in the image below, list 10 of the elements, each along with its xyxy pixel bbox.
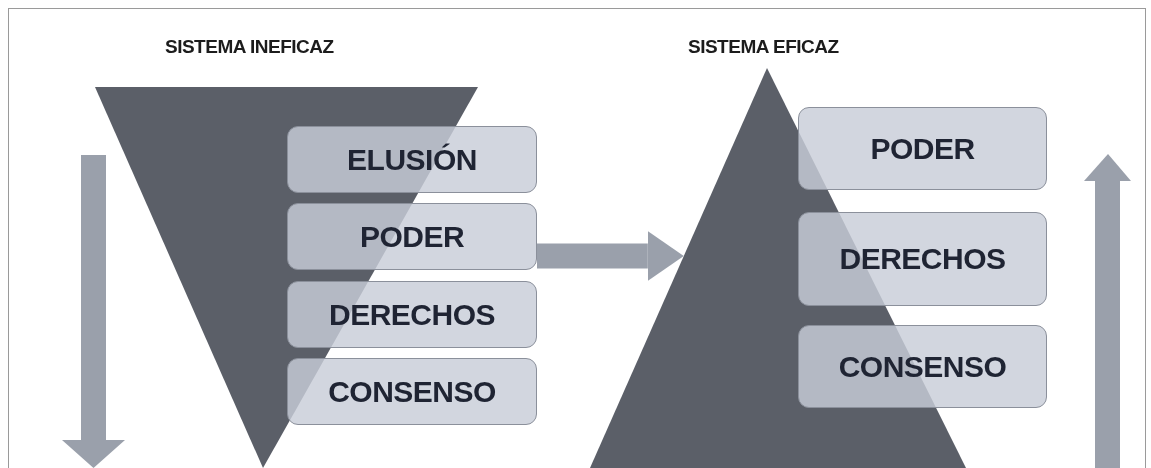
heading: SISTEMA INEFICAZ: [165, 36, 334, 58]
heading: SISTEMA EFICAZ: [688, 36, 839, 58]
level-box: DERECHOS: [287, 281, 537, 348]
level-box: CONSENSO: [287, 358, 537, 425]
level-box: PODER: [798, 107, 1047, 190]
level-box: ELUSIÓN: [287, 126, 537, 193]
level-box: DERECHOS: [798, 212, 1047, 306]
arrow: [537, 231, 684, 281]
level-box: CONSENSO: [798, 325, 1047, 408]
level-box: PODER: [287, 203, 537, 270]
